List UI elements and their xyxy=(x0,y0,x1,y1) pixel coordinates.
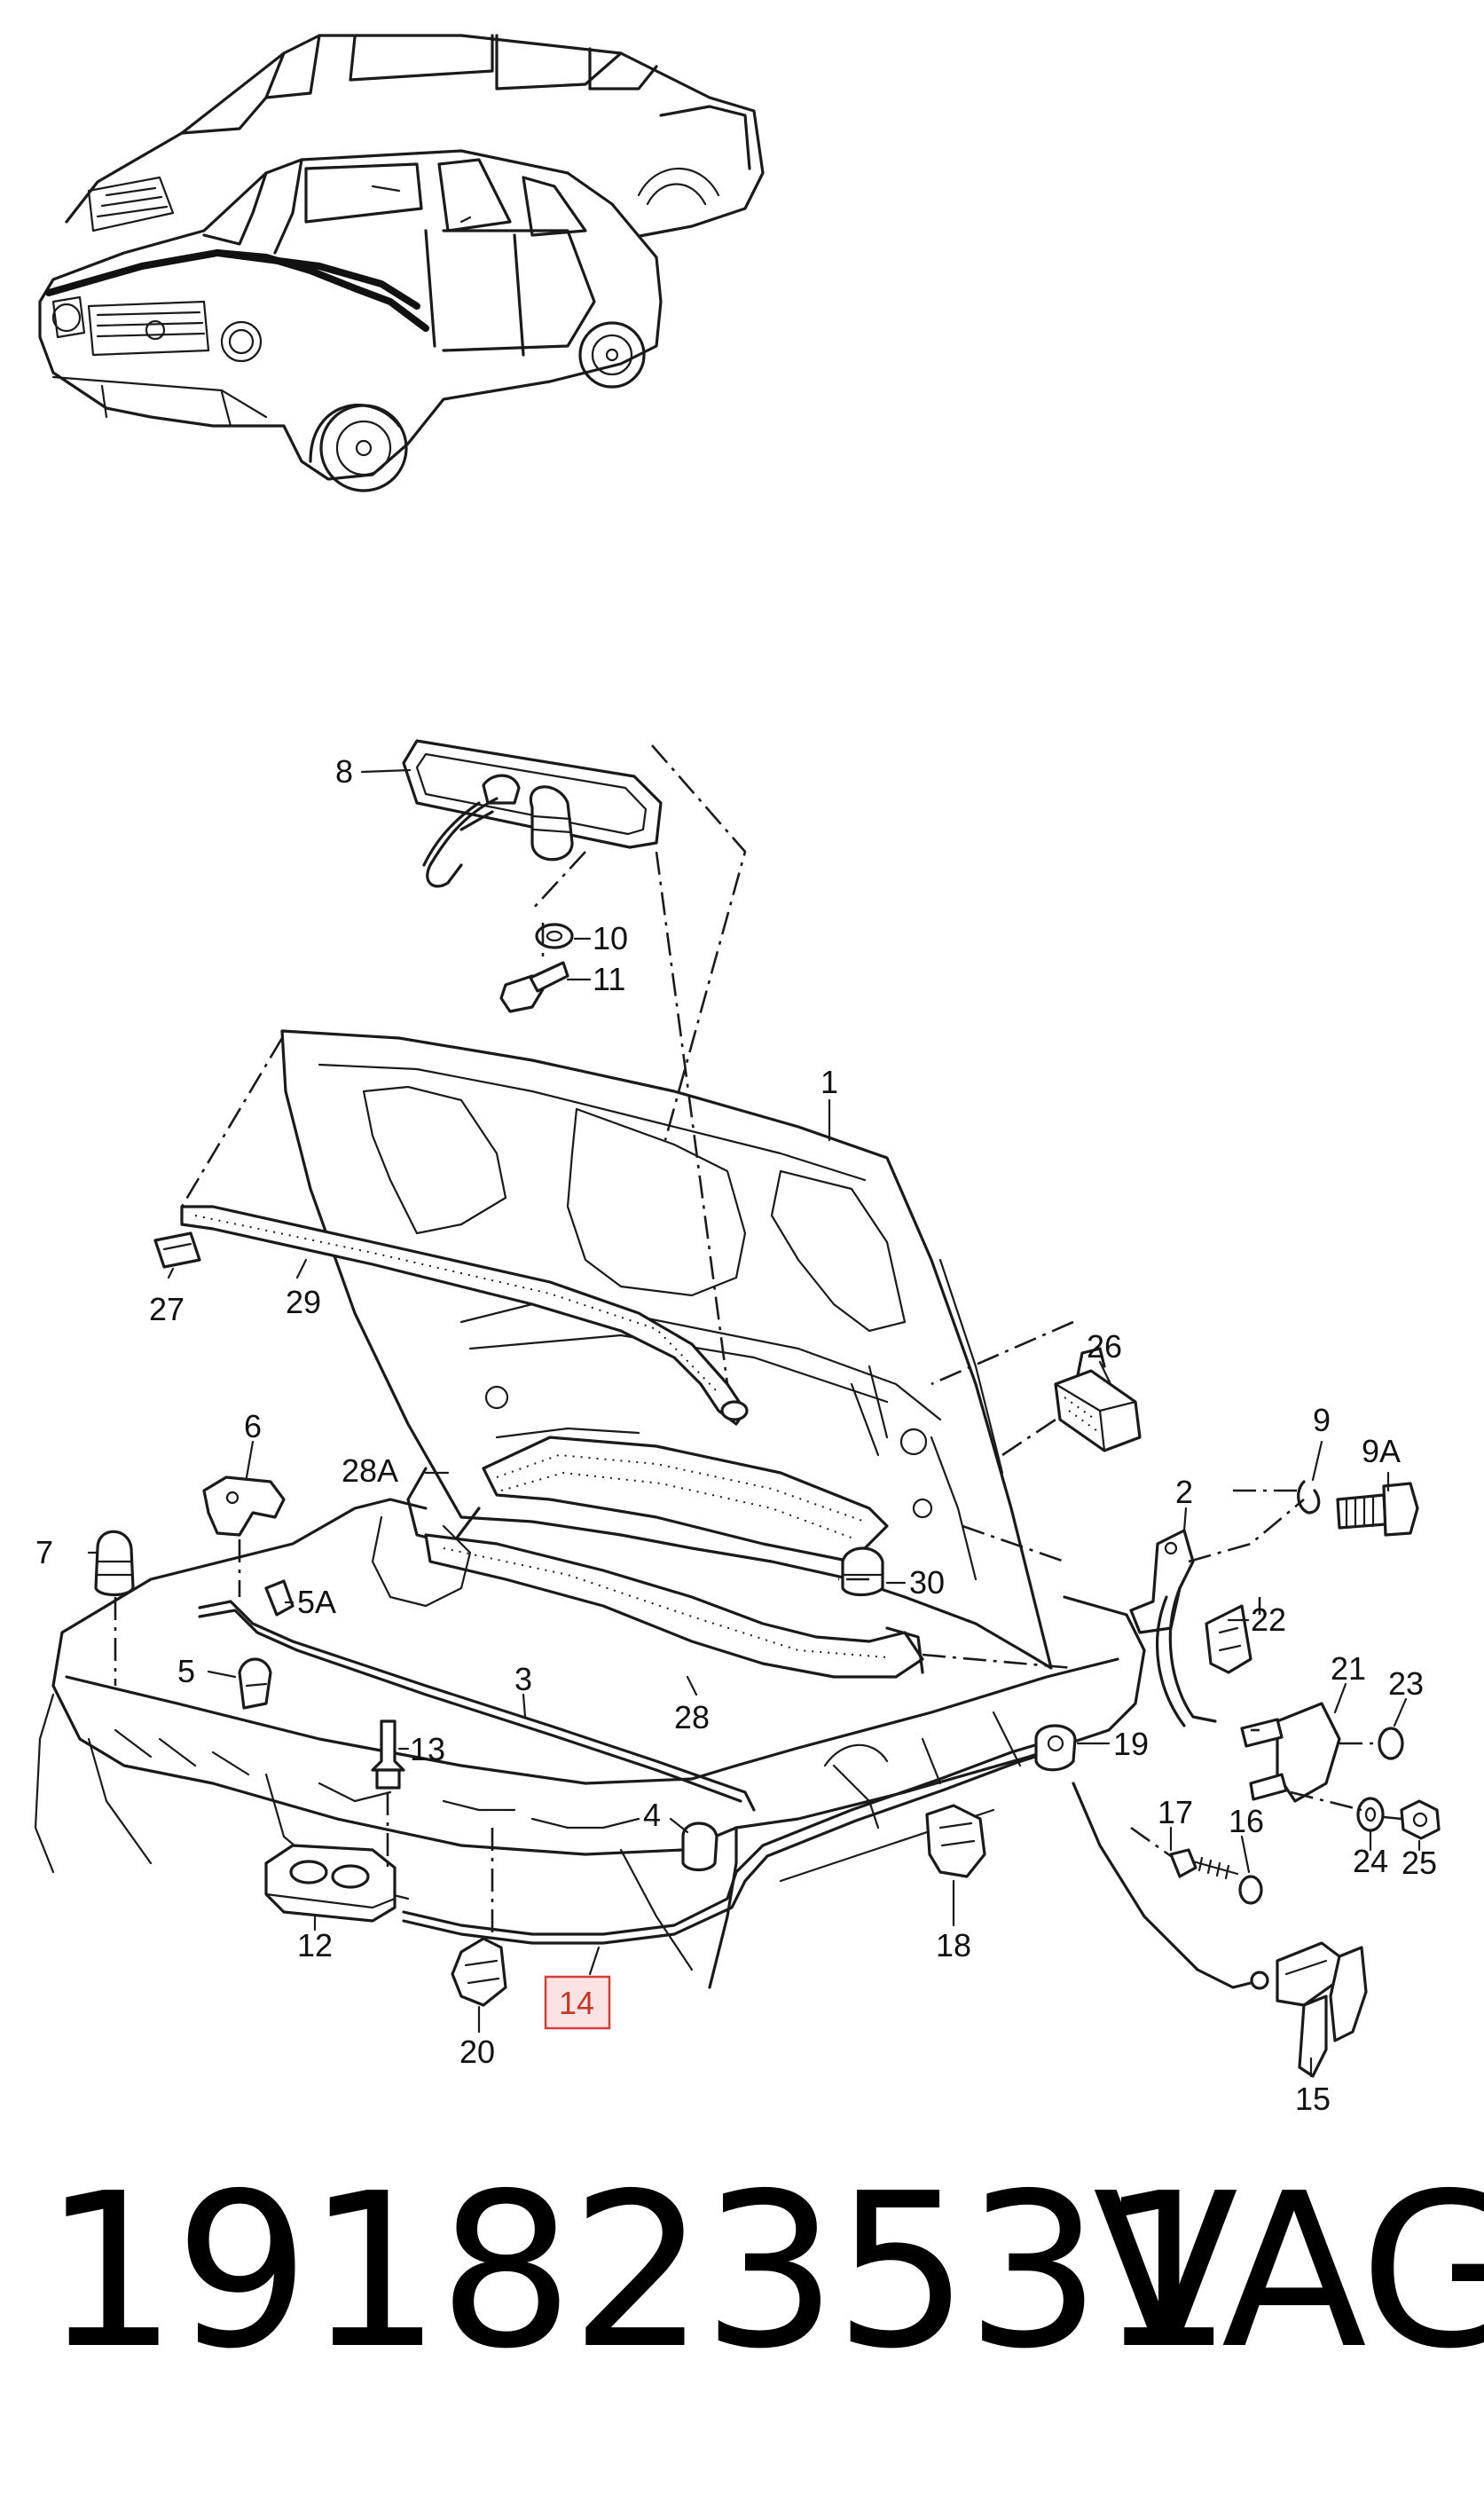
leader-lines xyxy=(87,768,1421,2078)
callout-18: 18 xyxy=(936,1927,971,1963)
part-30-plug xyxy=(841,1546,884,1597)
callout-25: 25 xyxy=(1402,1845,1437,1881)
part-11-bolt xyxy=(499,961,569,1013)
callout-30: 30 xyxy=(909,1564,945,1601)
part-27-cap xyxy=(153,1231,201,1269)
brand-name: VAG xyxy=(1093,2147,1484,2396)
part-24-washer xyxy=(1356,1797,1385,1832)
callout-17: 17 xyxy=(1158,1794,1193,1830)
callout-12: 12 xyxy=(297,1927,333,1963)
callout-28A: 28A xyxy=(342,1452,398,1489)
part-number: 191823531 xyxy=(43,2147,1233,2396)
part-29-sealing-strip xyxy=(180,1205,749,1426)
part-13-pin xyxy=(371,1719,405,1872)
part-14-cable xyxy=(402,1737,1252,1989)
part-8-latch xyxy=(402,739,663,888)
callout-labels: 8 10 11 1 26 27 29 9 9A 6 28A 2 7 30 5A … xyxy=(35,753,1437,2117)
part-9A-bolt xyxy=(1336,1482,1419,1537)
callout-23: 23 xyxy=(1388,1665,1424,1702)
callout-3: 3 xyxy=(514,1661,532,1697)
part-23-washer xyxy=(1378,1727,1404,1760)
part-20-clip xyxy=(451,1828,507,2007)
callout-10: 10 xyxy=(593,920,628,956)
part-3-cable xyxy=(198,1600,756,1812)
part-4-buffer xyxy=(681,1822,718,1872)
callout-26: 26 xyxy=(1087,1328,1122,1365)
highlight-box-14 xyxy=(544,1975,611,2030)
callout-27: 27 xyxy=(149,1291,185,1327)
part-2-hinge xyxy=(1129,1529,1217,1727)
callout-5: 5 xyxy=(177,1653,195,1689)
callout-15: 15 xyxy=(1295,2081,1331,2117)
part-19-grommet xyxy=(1034,1724,1077,1772)
callout-13: 13 xyxy=(410,1731,445,1767)
callout-9: 9 xyxy=(1313,1402,1331,1438)
callout-24: 24 xyxy=(1353,1843,1388,1879)
callout-2: 2 xyxy=(1175,1474,1193,1510)
callout-8: 8 xyxy=(335,753,353,790)
part-26-block xyxy=(1054,1347,1142,1452)
part-10-washer xyxy=(535,923,574,949)
callout-11: 11 xyxy=(593,961,625,997)
part-5A-plug xyxy=(264,1579,294,1617)
part-16-washer xyxy=(1238,1875,1263,1905)
part-9-spring-washer xyxy=(1297,1480,1321,1515)
callout-7: 7 xyxy=(35,1534,53,1570)
part-5-clip xyxy=(238,1657,272,1710)
part-15-latch xyxy=(1250,1941,1368,2078)
callout-28: 28 xyxy=(674,1699,710,1735)
part-6-bracket xyxy=(202,1475,286,1597)
callout-29: 29 xyxy=(286,1284,321,1320)
car-illustration xyxy=(38,34,765,492)
part-17-screw xyxy=(1169,1848,1239,1880)
callout-14-highlighted: 14 xyxy=(559,1985,594,2021)
callout-19: 19 xyxy=(1113,1726,1149,1762)
callout-20: 20 xyxy=(459,2034,495,2070)
callout-21: 21 xyxy=(1331,1650,1366,1687)
part-28A-seal xyxy=(406,1436,889,1563)
part-22-bracket xyxy=(1205,1604,1252,1674)
part-7-buffer xyxy=(94,1530,135,1686)
part-12-lock xyxy=(264,1844,397,1923)
part-28-strip xyxy=(424,1533,924,1679)
part-18-clip xyxy=(925,1804,986,1878)
callout-1: 1 xyxy=(821,1064,838,1100)
callout-22: 22 xyxy=(1251,1601,1286,1638)
callout-9A: 9A xyxy=(1362,1433,1401,1469)
callout-6: 6 xyxy=(244,1408,262,1444)
callout-5A: 5A xyxy=(297,1584,336,1620)
part-25-nut xyxy=(1400,1799,1441,1840)
assembly-dash-lines xyxy=(180,744,1402,1858)
callout-4: 4 xyxy=(643,1797,661,1833)
callout-16: 16 xyxy=(1229,1803,1264,1839)
part-21-hinge-plate xyxy=(1240,1702,1341,1803)
